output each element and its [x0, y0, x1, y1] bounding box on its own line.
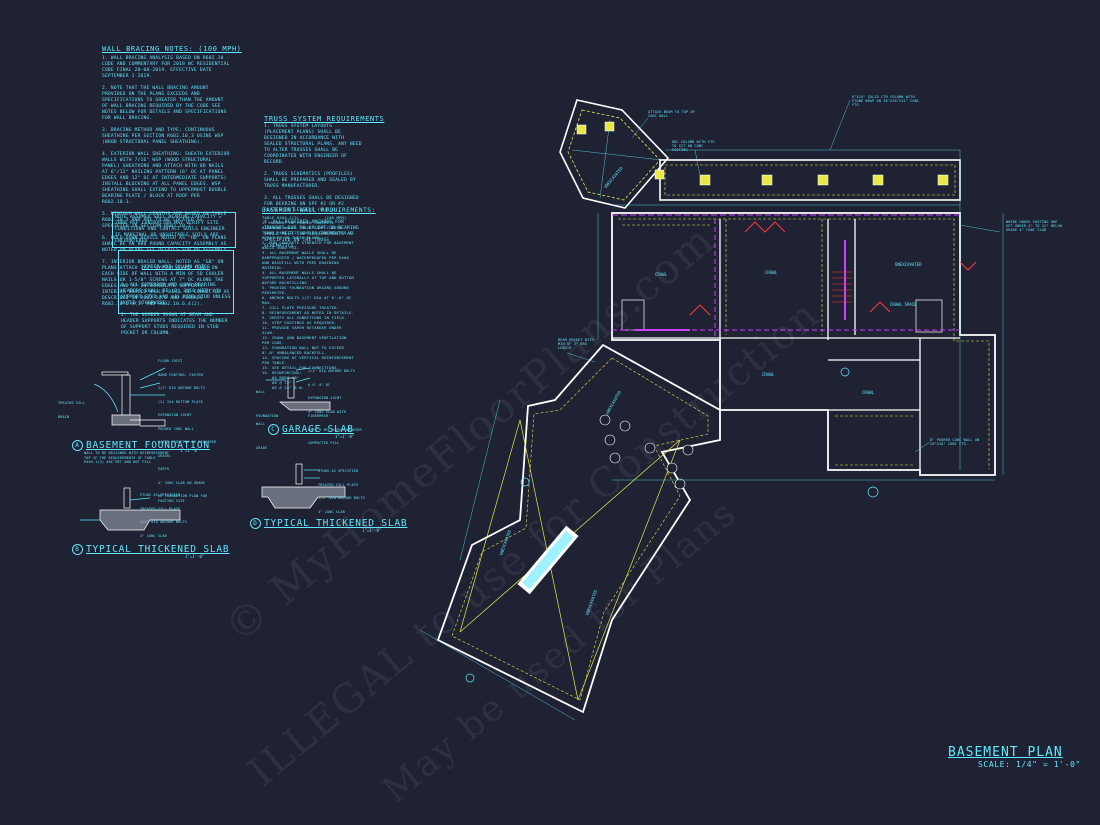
- section-markers: [465, 367, 879, 683]
- label: 4" CONC SLAB ON GRADE: [158, 480, 206, 485]
- room-label: UNEXCAVATED: [895, 262, 922, 267]
- label: WALL: [256, 390, 265, 394]
- label: 1/2" DIA ANCHOR BOLTS: [140, 520, 188, 524]
- thickened-slab-b-labels: STUDS AS SPECIFIED TREATED SILL PLATE 1/…: [140, 484, 200, 543]
- plan-wing-lower: [436, 343, 721, 714]
- label: BAND FOOTING, FASTEN: [158, 372, 203, 377]
- header-column-notes: HEADER AND COLUMN NOTES 1. ALL EXTERIOR …: [118, 250, 234, 336]
- room-label: CRAWL: [762, 372, 775, 377]
- callout-leaders: [566, 99, 1001, 453]
- detail-thickened-slab-b-sketch: [80, 487, 181, 531]
- detail-title-text: TYPICAL THICKENED SLAB: [86, 544, 230, 555]
- label: 4" CONC SLAB: [318, 509, 345, 514]
- basement-foundation-note: WALL TO BE DESIGNED WITH REINFORCEMENT T…: [84, 451, 172, 464]
- plan-scale: SCALE: 1/4" = 1'-0": [978, 760, 1081, 769]
- room-label: CRAWL: [765, 270, 778, 275]
- label: WATER PROOFING AS REQUIRED: [158, 440, 217, 444]
- callout: BEAM POCKET WITH MIN OF 3" BRG LENGTH: [558, 338, 594, 351]
- callout: ATTACH BEAM TO TOP OF CONC WALL: [648, 110, 696, 119]
- label: GRADE: [256, 446, 268, 450]
- room-label: CRAWL: [655, 272, 668, 277]
- label: @ 6'-0" OC: [308, 382, 331, 387]
- plan-wing-upper: [559, 99, 670, 209]
- detail-num: A: [72, 440, 83, 451]
- soil-note: NOTE ASSUMED SOIL BEARING CAPACITY = 200…: [112, 212, 236, 248]
- basement-foundation-side-labels: TREATED SILL DRAIN: [58, 392, 104, 424]
- label: TREATED SILL PLATE: [318, 482, 359, 487]
- label: EXPANSION JOINT: [158, 413, 192, 417]
- label: TREATED SILL: [58, 401, 85, 405]
- label: GRAVEL: [158, 453, 172, 458]
- garage-slab-side-labels: WALL FOUNDATION WALL GRADE: [256, 372, 288, 460]
- label: DRAIN: [58, 414, 70, 419]
- label: RE FOUNDATION PLAN FOR FOOTING SIZE: [158, 494, 210, 503]
- plan-interior-walls: [612, 219, 960, 470]
- wing-posts: [599, 414, 694, 490]
- detail-num: C: [268, 424, 279, 435]
- truss-title: TRUSS SYSTEM REQUIREMENTS: [264, 115, 385, 123]
- truss-body: 1. TRUSS SYSTEM LAYOUTS (PLACEMENT PLANS…: [264, 124, 362, 249]
- label: STUDS AS SPECIFIED: [140, 493, 181, 497]
- label: 1/2" DIA ANCHOR BOLTS: [308, 369, 356, 373]
- label: EXPANSION JOINT: [308, 396, 342, 400]
- detail-title-text: BASEMENT FOUNDATION: [86, 440, 210, 451]
- label: EARTH: [158, 467, 170, 471]
- thickened-slab-d-labels: STUDS AS SPECIFIED TREATED SILL PLATE 1/…: [318, 460, 378, 519]
- detail-basement-foundation-sketch: [93, 367, 166, 427]
- label: 4" CONC SLAB WITH FIBERMESH: [308, 409, 349, 419]
- callout: DBL COLUMN WITH FTG TO SIT ON CONC FOOTI…: [672, 140, 717, 153]
- basement-wall-title: BASEMENT WALL REQUIREMENTS:: [262, 207, 376, 214]
- garage-slab-labels: 1/2" DIA ANCHOR BOLTS @ 6'-0" OC EXPANSI…: [308, 360, 366, 450]
- detail-scale: 1"=1'-0": [335, 434, 355, 439]
- label: FOUNDATION WALL: [256, 414, 281, 426]
- detail-title-thickened-slab-b: B TYPICAL THICKENED SLAB: [72, 544, 229, 555]
- label: FLOOR JOIST: [158, 359, 183, 363]
- plan-dims-dashed: [622, 219, 914, 466]
- wing-note-flag: [517, 525, 579, 595]
- callout: 8"x24" SOLID CTR COLUMN WITH STONE WRAP …: [852, 95, 922, 108]
- label: STUDS AS SPECIFIED: [318, 469, 359, 473]
- label: POURED CONC WALL: [158, 426, 194, 431]
- detail-scale: 1"=1'-0": [180, 448, 200, 453]
- label: 4" CONC SLAB: [140, 533, 167, 538]
- detail-title-text: TYPICAL THICKENED SLAB: [264, 518, 408, 529]
- plan-title: BASEMENT PLAN: [948, 745, 1063, 760]
- bay-outline: [559, 99, 670, 209]
- label: OVER 6 MIL VAPOR BARRIER: [308, 427, 362, 432]
- detail-title-text: GARAGE SLAB: [282, 424, 354, 435]
- wall-bracing-title: WALL BRACING NOTES: (100 MPH): [102, 45, 242, 53]
- header-column-body: 1. ALL EXTERIOR AND LOAD BEARING HEADERS…: [121, 283, 231, 336]
- detail-title-basement-foundation: A BASEMENT FOUNDATION: [72, 440, 210, 451]
- label: 1/2" DIA ANCHOR BOLTS: [318, 496, 366, 500]
- header-column-title: HEADER AND COLUMN NOTES: [141, 265, 211, 270]
- porch-columns: [576, 121, 949, 186]
- wall-bracing-body: 1. WALL BRACING ANALYSIS BASED ON R602.1…: [102, 56, 230, 307]
- room-label: CRAWL: [862, 390, 875, 395]
- label: COMPACTED FILL: [308, 441, 340, 445]
- room-label: CRAWL SPACE: [890, 302, 917, 307]
- detail-num: B: [72, 544, 83, 555]
- basement-foundation-labels: FLOOR JOIST BAND FOOTING, FASTEN 1/2" DI…: [158, 350, 218, 508]
- basement-wall-body: TABLE R404.1(2) (100 MPH) 1. MASONRY OR …: [262, 215, 354, 390]
- label: TREATED SILL PLATE: [140, 506, 181, 511]
- detail-scale: 1"=1'-0": [362, 528, 382, 533]
- detail-garage-slab-sketch: [266, 367, 331, 411]
- detail-thickened-slab-d-sketch: [261, 463, 346, 509]
- label: (2) 2x4 BOTTOM PLATE: [158, 399, 203, 404]
- plan-dimensions: [419, 149, 1004, 721]
- label: 1/2" DIA ANCHOR BOLTS: [158, 386, 206, 390]
- callout: 8" POURED CONC WALL ON 20"x10" CONC FTG.: [930, 438, 982, 447]
- callout: WHERE HOUSE FOOTING ARE SET UNDER 4" TO …: [1006, 220, 1065, 233]
- detail-num: D: [250, 518, 261, 529]
- detail-title-garage-slab: C GARAGE SLAB: [268, 424, 354, 435]
- detail-title-thickened-slab-d: D TYPICAL THICKENED SLAB: [250, 518, 407, 529]
- detail-scale: 1"=1'-0": [185, 554, 205, 559]
- plan-stair: [832, 271, 852, 303]
- plan-beams: [612, 214, 977, 338]
